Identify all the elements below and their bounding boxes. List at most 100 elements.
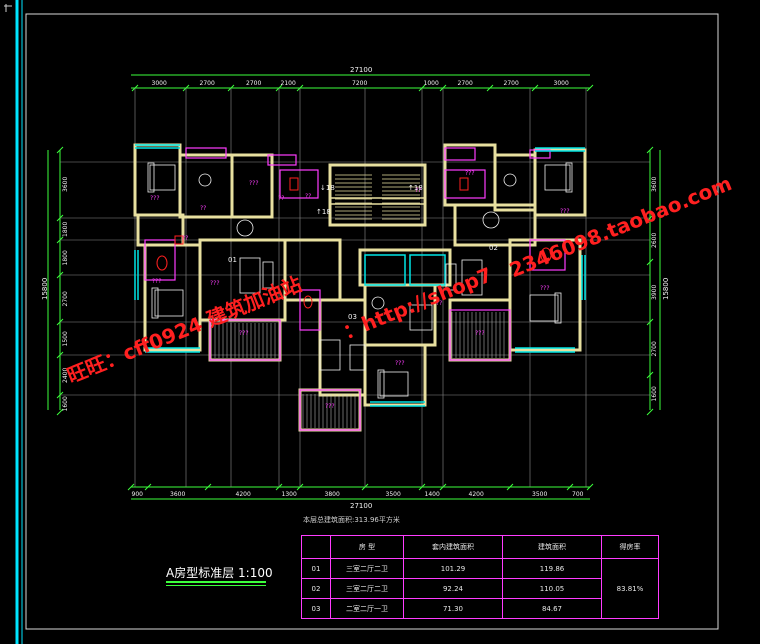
dimension-text: 1300 (282, 491, 297, 498)
svg-text:??: ?? (415, 187, 421, 194)
windows (134, 144, 586, 407)
dimension-text: 3600 (170, 491, 185, 498)
dimension-tick (646, 371, 654, 379)
table-header: 套内建筑面积 (403, 535, 503, 559)
segment-dimensions: 3000 2700 2700 2100 7200 1000 2700 2700 3000 900 3… (62, 80, 658, 498)
dimension-text: 3500 (532, 491, 547, 498)
table-header: 建筑面积 (502, 535, 602, 559)
overall-dim-top: 27100 (350, 66, 372, 74)
svg-text:???: ??? (152, 278, 162, 285)
table-header: 得房率 (601, 535, 659, 559)
dimension-text: 2700 (62, 291, 69, 306)
dimension-text: 4200 (469, 491, 484, 498)
drawing-title: A房型标准层 1:100 (166, 566, 273, 580)
svg-text:??: ?? (182, 235, 188, 242)
svg-text:???: ??? (560, 208, 570, 215)
dimension-text: 3000 (152, 80, 167, 87)
dimension-text: 900 (132, 491, 144, 498)
dimension-tick (506, 483, 514, 491)
partitions (144, 147, 566, 431)
unit-label-03: 03 (348, 313, 357, 321)
dimension-text: 1500 (62, 331, 69, 346)
drawing-frame (4, 0, 719, 644)
dimension-text: 1600 (651, 386, 658, 401)
table-cell: 02 (301, 578, 331, 599)
dimension-text: 2700 (651, 341, 658, 356)
table-row: 02 三室二厅二卫 92.24 110.05 (301, 578, 659, 599)
svg-text:↑18: ↑18 (316, 208, 331, 216)
dimension-text: 7200 (352, 80, 367, 87)
svg-text:???: ??? (540, 285, 550, 292)
table-header: 房 型 (330, 535, 404, 559)
dimension-tick (646, 408, 654, 416)
dimension-text: 2700 (504, 80, 519, 87)
svg-text:↓18: ↓18 (320, 184, 335, 192)
table-cell: 二室二厅一卫 (330, 598, 404, 619)
table-row: 01 三室二厅二卫 101.29 119.86 83.81% (301, 558, 659, 619)
dimension-text: 4200 (236, 491, 251, 498)
dimension-tick (144, 483, 152, 491)
table-cell: 三室二厅二卫 (330, 578, 404, 599)
svg-text:???: ??? (465, 170, 475, 177)
room-marks: ??? ??? ??? ??? ??? ??? ??? ??? ??? ??? … (150, 170, 570, 410)
dimension-text: 1800 (62, 222, 69, 237)
dimension-tick (646, 258, 654, 266)
svg-text:??: ?? (436, 300, 442, 307)
svg-text:???: ??? (395, 360, 405, 367)
dimension-text: 1400 (425, 491, 440, 498)
fixtures (156, 177, 552, 309)
balcony-hatches (214, 312, 505, 428)
table-cell-ratio: 83.81% (601, 558, 659, 619)
dimension-text: 1000 (424, 80, 439, 87)
dimension-text: 3600 (62, 177, 69, 192)
dimension-tick (204, 483, 212, 491)
svg-text:???: ??? (325, 403, 335, 410)
dimension-tick (531, 84, 539, 92)
dimension-text: 2600 (651, 233, 658, 248)
dimension-text: 2100 (281, 80, 296, 87)
dimension-tick (56, 146, 64, 154)
svg-text:↑18: ↑18 (408, 184, 423, 192)
svg-text:???: ??? (239, 330, 249, 337)
dimension-tick (586, 483, 594, 491)
dimension-text: 3600 (651, 177, 658, 192)
table-cell (301, 535, 331, 559)
table-cell: 101.29 (403, 558, 503, 579)
dimension-text: 2700 (200, 80, 215, 87)
total-area-note: 本层总建筑面积:313.96平方米 (303, 516, 400, 524)
dimension-text: 3500 (386, 491, 401, 498)
dimension-tick (586, 84, 594, 92)
table-cell: 71.30 (403, 598, 503, 619)
table-cell: 03 (301, 598, 331, 619)
dimension-text: 2700 (246, 80, 261, 87)
dimension-tick (566, 483, 574, 491)
overall-dim-left: 15800 (41, 278, 49, 300)
svg-text:???: ??? (150, 195, 160, 202)
dimension-text: 2400 (62, 368, 69, 383)
unit-label-01: 01 (228, 256, 237, 264)
table-row: 03 二室二厅一卫 71.30 84.67 (301, 598, 659, 619)
dimension-tick (56, 408, 64, 416)
dimension-text: 1800 (62, 250, 69, 265)
svg-text:??: ?? (278, 195, 284, 202)
dimension-text: 3000 (554, 80, 569, 87)
dimension-tick (486, 84, 494, 92)
overall-dim-bottom: 27100 (350, 502, 372, 510)
svg-text:???: ??? (475, 330, 485, 337)
svg-text:??: ?? (200, 205, 206, 212)
svg-text:???: ??? (210, 280, 220, 287)
furniture (147, 162, 573, 399)
overall-dim-right: 15800 (662, 278, 670, 300)
dimension-text: 1600 (62, 396, 69, 411)
table-cell: 01 (301, 558, 331, 579)
table-cell: 84.67 (502, 598, 602, 619)
dimension-text: 3900 (651, 285, 658, 300)
table-cell: 92.24 (403, 578, 503, 599)
dimension-tick (127, 483, 135, 491)
table-header-row: 房 型 套内建筑面积 建筑面积 得房率 (301, 535, 659, 559)
svg-text:???: ??? (249, 180, 259, 187)
stairwell (329, 174, 426, 220)
table-cell: 110.05 (502, 578, 602, 599)
dimension-text: 3800 (325, 491, 340, 498)
table-cell: 119.86 (502, 558, 602, 579)
